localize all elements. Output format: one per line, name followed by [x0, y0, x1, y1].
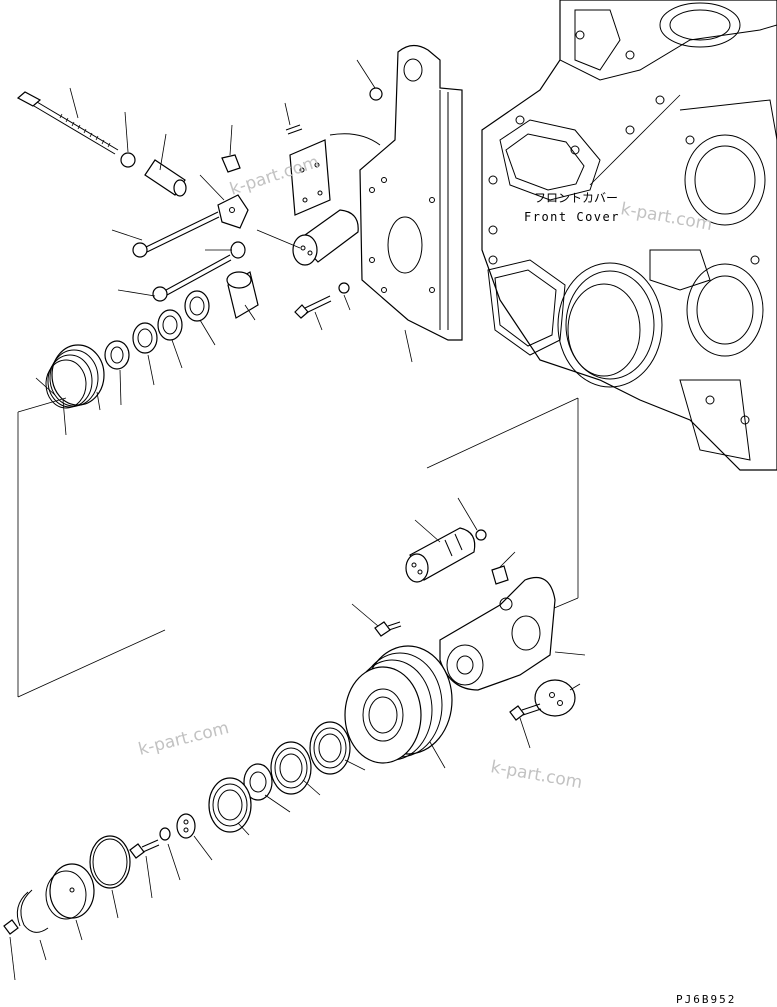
leader-lines-upper [35, 59, 413, 436]
collar [230, 241, 246, 259]
bushing [226, 271, 259, 319]
front-cover-label-jp: フロントカバー [534, 191, 618, 205]
clamp-block [217, 194, 249, 229]
cap-bolt [129, 839, 160, 859]
end-cap [45, 863, 95, 920]
watermark-3: k-part.com [136, 718, 231, 760]
seal-ring [184, 290, 210, 322]
watermark-4: k-part.com [489, 757, 584, 793]
lock-washer [159, 827, 171, 841]
pin [285, 124, 303, 135]
gasket-plate [289, 139, 331, 216]
cover-disc [534, 679, 576, 717]
spacer-tube [144, 159, 187, 197]
bearing-lower-1 [309, 721, 351, 775]
front-cover-label-en: Front Cover [524, 210, 620, 224]
plug-bottom [3, 919, 19, 935]
drawing-code: PJ6B952 [676, 993, 736, 1006]
assembly-outline [17, 397, 579, 698]
bolt-a [132, 211, 220, 258]
pulley-lower [344, 645, 453, 764]
bearing-lower-2 [270, 741, 312, 795]
grease-nipple [221, 154, 241, 173]
grease-fitting-lower [491, 565, 509, 585]
bearing-2 [132, 322, 158, 354]
tensioner-arm [439, 576, 556, 691]
small-nut [120, 152, 136, 168]
plug [369, 87, 383, 101]
lock-plate [176, 813, 196, 839]
washer [338, 282, 350, 294]
bracket-plate [329, 44, 463, 341]
front-cover-assembly [481, 0, 777, 471]
long-bolt [16, 91, 119, 155]
nut-large [104, 340, 130, 370]
o-ring [89, 835, 131, 889]
bolt-lower-left [374, 621, 402, 637]
snap-ring [16, 889, 49, 933]
pulley-upper [45, 344, 105, 409]
spacer-ring [243, 763, 273, 801]
small-bolt [294, 295, 332, 319]
tensioner-shaft-lower [405, 527, 476, 583]
leader-lines-lower [9, 497, 586, 981]
bearing-1 [157, 309, 183, 341]
front-cover-leader [589, 94, 681, 186]
bolt-lower-right [509, 703, 542, 721]
tensioner-shaft-upper [292, 209, 359, 266]
bolt-b [152, 254, 232, 302]
small-plug [475, 529, 487, 541]
bearing-lower-3 [208, 777, 252, 833]
